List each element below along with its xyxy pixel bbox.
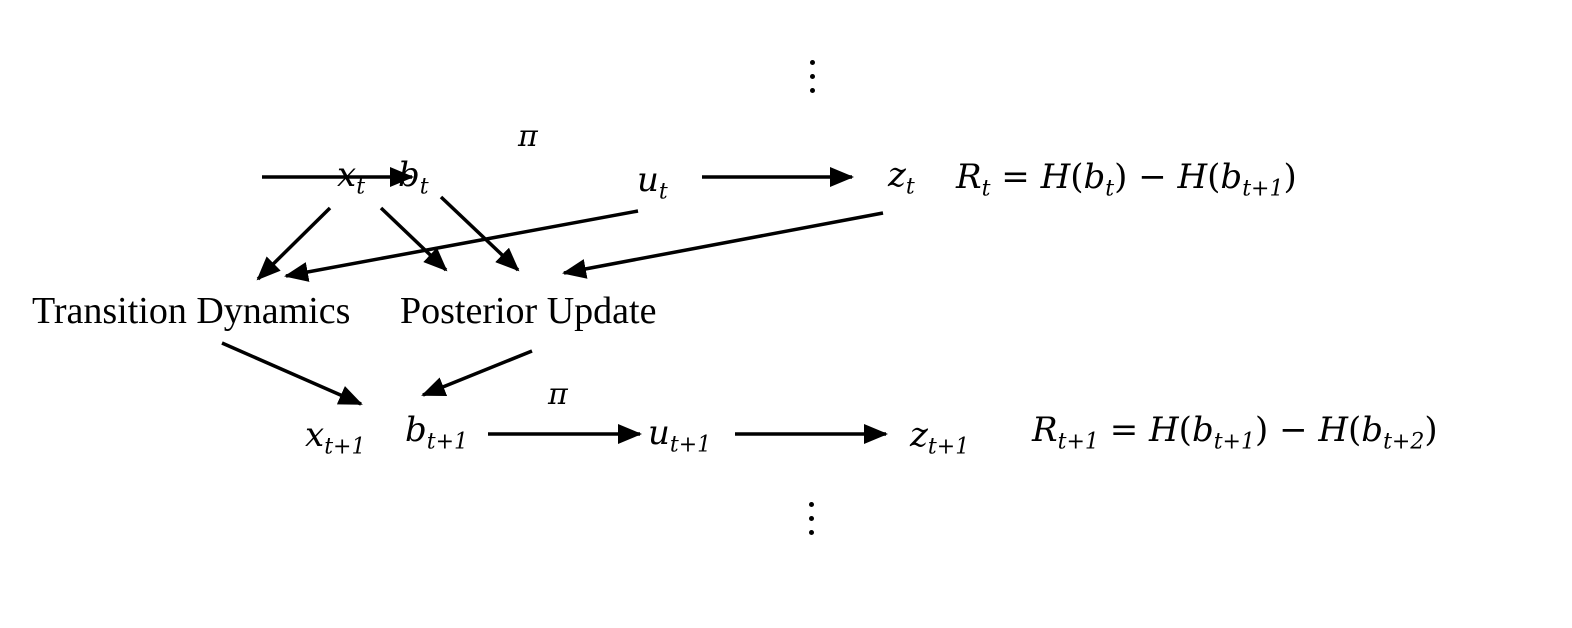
reward-equation-t1: Rt+1 = H(bt+1) − H(bt+2) [1032,410,1438,455]
arrow-xt-to-posterior [379,206,448,272]
transition-dynamics-node: Transition Dynamics [32,290,351,332]
arrow-posterior-to-bt1 [421,349,533,397]
policy-label-top: π [518,119,538,154]
node-z-t: zt [888,155,915,200]
vdots-top [810,60,816,102]
reward-equation-t: Rt = H(bt) − H(bt+1) [956,157,1297,202]
node-z-t1: zt+1 [910,415,970,460]
node-b-t1: bt+1 [405,410,469,455]
arrow-xt-to-transition [256,206,332,281]
policy-label-bottom: π [548,377,568,412]
node-u-t: ut [637,160,668,205]
node-x-t: xt [337,155,366,200]
node-u-t1: ut+1 [648,413,712,458]
node-b-t: bt [398,155,429,200]
arrow-zt-to-posterior [562,211,884,279]
node-x-t1: xt+1 [305,415,366,460]
posterior-update-node: Posterior Update [400,290,657,332]
arrow-transition-to-xt1 [221,341,363,406]
arrow-ut-to-transition [284,209,639,282]
vdots-bottom [809,502,815,544]
arrow-bt-to-posterior [439,195,520,272]
